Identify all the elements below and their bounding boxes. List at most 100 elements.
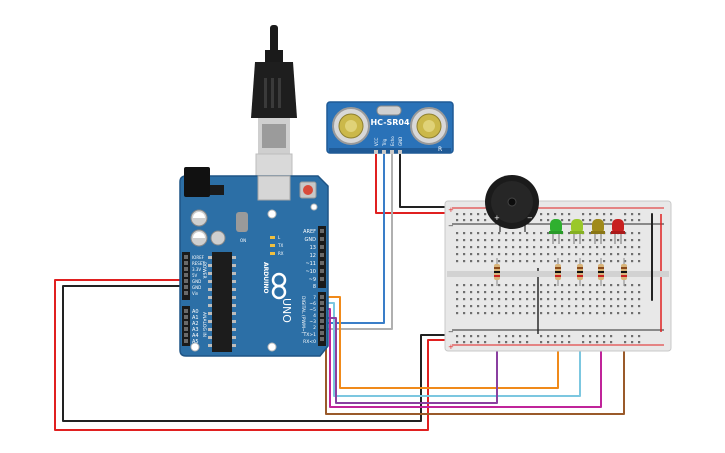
breadboard-hole[interactable] xyxy=(617,239,620,242)
resistor-3[interactable] xyxy=(577,258,583,286)
breadboard-hole[interactable] xyxy=(540,298,543,301)
breadboard-hole[interactable] xyxy=(561,305,564,308)
breadboard-hole[interactable] xyxy=(610,305,613,308)
breadboard-hole[interactable] xyxy=(519,239,522,242)
breadboard-hole[interactable] xyxy=(610,246,613,249)
breadboard-hole[interactable] xyxy=(505,232,508,235)
breadboard-hole[interactable] xyxy=(491,284,494,287)
breadboard-hole[interactable] xyxy=(575,284,578,287)
breadboard-hole[interactable] xyxy=(533,291,536,294)
breadboard-hole[interactable] xyxy=(463,341,466,344)
breadboard-hole[interactable] xyxy=(624,246,627,249)
breadboard-hole[interactable] xyxy=(582,284,585,287)
breadboard-hole[interactable] xyxy=(638,253,641,256)
breadboard-hole[interactable] xyxy=(568,213,571,216)
breadboard-hole[interactable] xyxy=(526,232,529,235)
breadboard-hole[interactable] xyxy=(575,305,578,308)
breadboard-hole[interactable] xyxy=(631,239,634,242)
breadboard-hole[interactable] xyxy=(568,298,571,301)
breadboard-hole[interactable] xyxy=(561,298,564,301)
breadboard-hole[interactable] xyxy=(470,341,473,344)
breadboard-hole[interactable] xyxy=(477,260,480,263)
breadboard-hole[interactable] xyxy=(603,284,606,287)
breadboard-hole[interactable] xyxy=(477,312,480,315)
breadboard-hole[interactable] xyxy=(463,260,466,263)
breadboard-hole[interactable] xyxy=(561,213,564,216)
breadboard-hole[interactable] xyxy=(631,219,634,222)
breadboard-hole[interactable] xyxy=(603,260,606,263)
breadboard-hole[interactable] xyxy=(505,291,508,294)
breadboard-hole[interactable] xyxy=(519,341,522,344)
breadboard-hole[interactable] xyxy=(561,341,564,344)
breadboard-hole[interactable] xyxy=(596,291,599,294)
breadboard-hole[interactable] xyxy=(498,312,501,315)
breadboard-hole[interactable] xyxy=(505,253,508,256)
breadboard-hole[interactable] xyxy=(456,305,459,308)
breadboard-hole[interactable] xyxy=(589,291,592,294)
breadboard-hole[interactable] xyxy=(484,312,487,315)
breadboard-hole[interactable] xyxy=(596,239,599,242)
breadboard-hole[interactable] xyxy=(596,284,599,287)
breadboard-hole[interactable] xyxy=(519,312,522,315)
breadboard-hole[interactable] xyxy=(547,232,550,235)
breadboard-hole[interactable] xyxy=(547,219,550,222)
breadboard-hole[interactable] xyxy=(554,246,557,249)
breadboard-hole[interactable] xyxy=(477,335,480,338)
breadboard-hole[interactable] xyxy=(596,253,599,256)
breadboard-hole[interactable] xyxy=(631,253,634,256)
breadboard-hole[interactable] xyxy=(589,239,592,242)
breadboard-hole[interactable] xyxy=(554,253,557,256)
breadboard-hole[interactable] xyxy=(582,341,585,344)
resistor-4[interactable] xyxy=(598,258,604,286)
breadboard-hole[interactable] xyxy=(456,335,459,338)
led-green[interactable] xyxy=(549,219,563,244)
breadboard-hole[interactable] xyxy=(582,219,585,222)
breadboard-hole[interactable] xyxy=(638,341,641,344)
breadboard-hole[interactable] xyxy=(456,232,459,235)
breadboard-hole[interactable] xyxy=(540,232,543,235)
breadboard-hole[interactable] xyxy=(596,260,599,263)
breadboard-hole[interactable] xyxy=(456,284,459,287)
breadboard-hole[interactable] xyxy=(491,253,494,256)
resistor-5[interactable] xyxy=(621,258,627,286)
breadboard-hole[interactable] xyxy=(533,246,536,249)
resistor-1[interactable] xyxy=(494,258,500,286)
breadboard-hole[interactable] xyxy=(610,335,613,338)
breadboard-hole[interactable] xyxy=(540,219,543,222)
breadboard-hole[interactable] xyxy=(582,253,585,256)
breadboard-hole[interactable] xyxy=(456,246,459,249)
breadboard-hole[interactable] xyxy=(638,298,641,301)
breadboard-hole[interactable] xyxy=(554,239,557,242)
breadboard-hole[interactable] xyxy=(477,246,480,249)
breadboard-hole[interactable] xyxy=(547,260,550,263)
breadboard-hole[interactable] xyxy=(561,253,564,256)
breadboard-hole[interactable] xyxy=(589,232,592,235)
reset-button[interactable] xyxy=(299,181,317,199)
breadboard-hole[interactable] xyxy=(638,213,641,216)
breadboard-hole[interactable] xyxy=(477,341,480,344)
breadboard-hole[interactable] xyxy=(568,305,571,308)
breadboard-hole[interactable] xyxy=(596,213,599,216)
breadboard-hole[interactable] xyxy=(568,219,571,222)
breadboard-hole[interactable] xyxy=(554,291,557,294)
breadboard-hole[interactable] xyxy=(505,260,508,263)
breadboard-hole[interactable] xyxy=(624,341,627,344)
breadboard-hole[interactable] xyxy=(547,305,550,308)
breadboard-hole[interactable] xyxy=(526,312,529,315)
breadboard-hole[interactable] xyxy=(470,213,473,216)
breadboard-hole[interactable] xyxy=(456,341,459,344)
breadboard-hole[interactable] xyxy=(526,253,529,256)
breadboard-hole[interactable] xyxy=(610,253,613,256)
breadboard-hole[interactable] xyxy=(547,246,550,249)
breadboard-hole[interactable] xyxy=(498,239,501,242)
breadboard-hole[interactable] xyxy=(561,219,564,222)
breadboard-hole[interactable] xyxy=(547,213,550,216)
breadboard-hole[interactable] xyxy=(568,312,571,315)
breadboard-hole[interactable] xyxy=(589,246,592,249)
breadboard-hole[interactable] xyxy=(575,260,578,263)
breadboard-hole[interactable] xyxy=(603,291,606,294)
breadboard-hole[interactable] xyxy=(484,284,487,287)
breadboard-hole[interactable] xyxy=(610,260,613,263)
breadboard-hole[interactable] xyxy=(533,312,536,315)
breadboard-hole[interactable] xyxy=(610,239,613,242)
